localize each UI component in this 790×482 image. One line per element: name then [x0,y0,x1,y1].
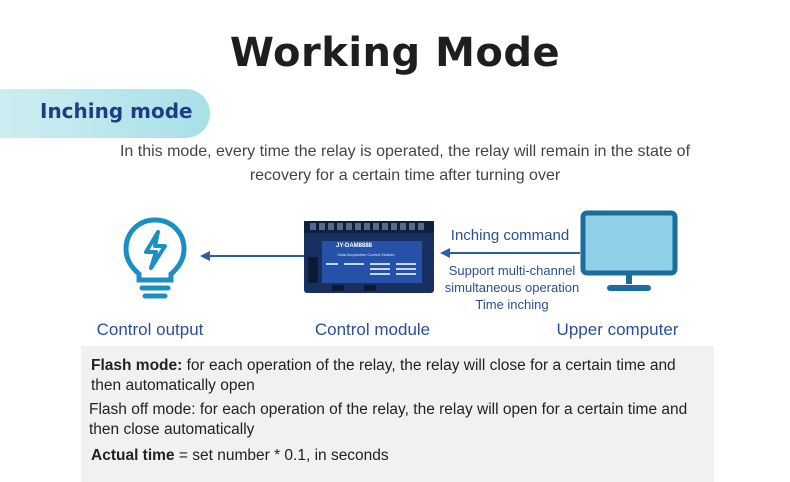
control-module-caption: Control module [314,320,431,339]
monitor-icon [580,210,678,291]
note-actual-time: Actual time = set number * 0.1, in secon… [91,446,701,466]
note-text: = set number * 0.1, in seconds [174,447,389,464]
upper-computer-caption: Upper computer [556,320,679,339]
arrow-to-module-icon [440,248,580,258]
note-text: for each operation of the relay, the rel… [91,357,676,394]
note-term: Flash mode: [91,357,183,374]
note-term: Actual time [91,447,175,464]
note-text: for each operation of the relay, the rel… [89,401,688,438]
device-model-label: JY-DAM8888 [335,243,373,249]
note-term: Flash off mode: [89,401,196,418]
support-text: Support multi-channel simultaneous opera… [432,262,592,313]
mode-badge: Inching mode [0,89,210,138]
arrow-to-output-icon [200,251,304,261]
lightbulb-icon [123,217,187,299]
note-flash-mode: Flash mode: for each operation of the re… [91,356,701,396]
page-title: Working Mode [229,30,561,76]
note-flash-off-mode: Flash off mode: for each operation of th… [89,400,699,440]
command-label: Inching command [450,227,570,244]
device-subtitle: Data Acquisition Control Module [337,252,395,257]
support-line-3: Time inching [475,297,549,312]
notes-panel: Flash mode: for each operation of the re… [81,346,714,482]
support-line-1: Support multi-channel [448,263,576,278]
mode-description: In this mode, every time the relay is op… [119,143,691,184]
control-module-device-icon [304,221,434,293]
support-line-2: simultaneous operation [444,280,580,295]
control-output-caption: Control output [96,320,204,339]
mode-label: Inching mode [40,99,193,123]
